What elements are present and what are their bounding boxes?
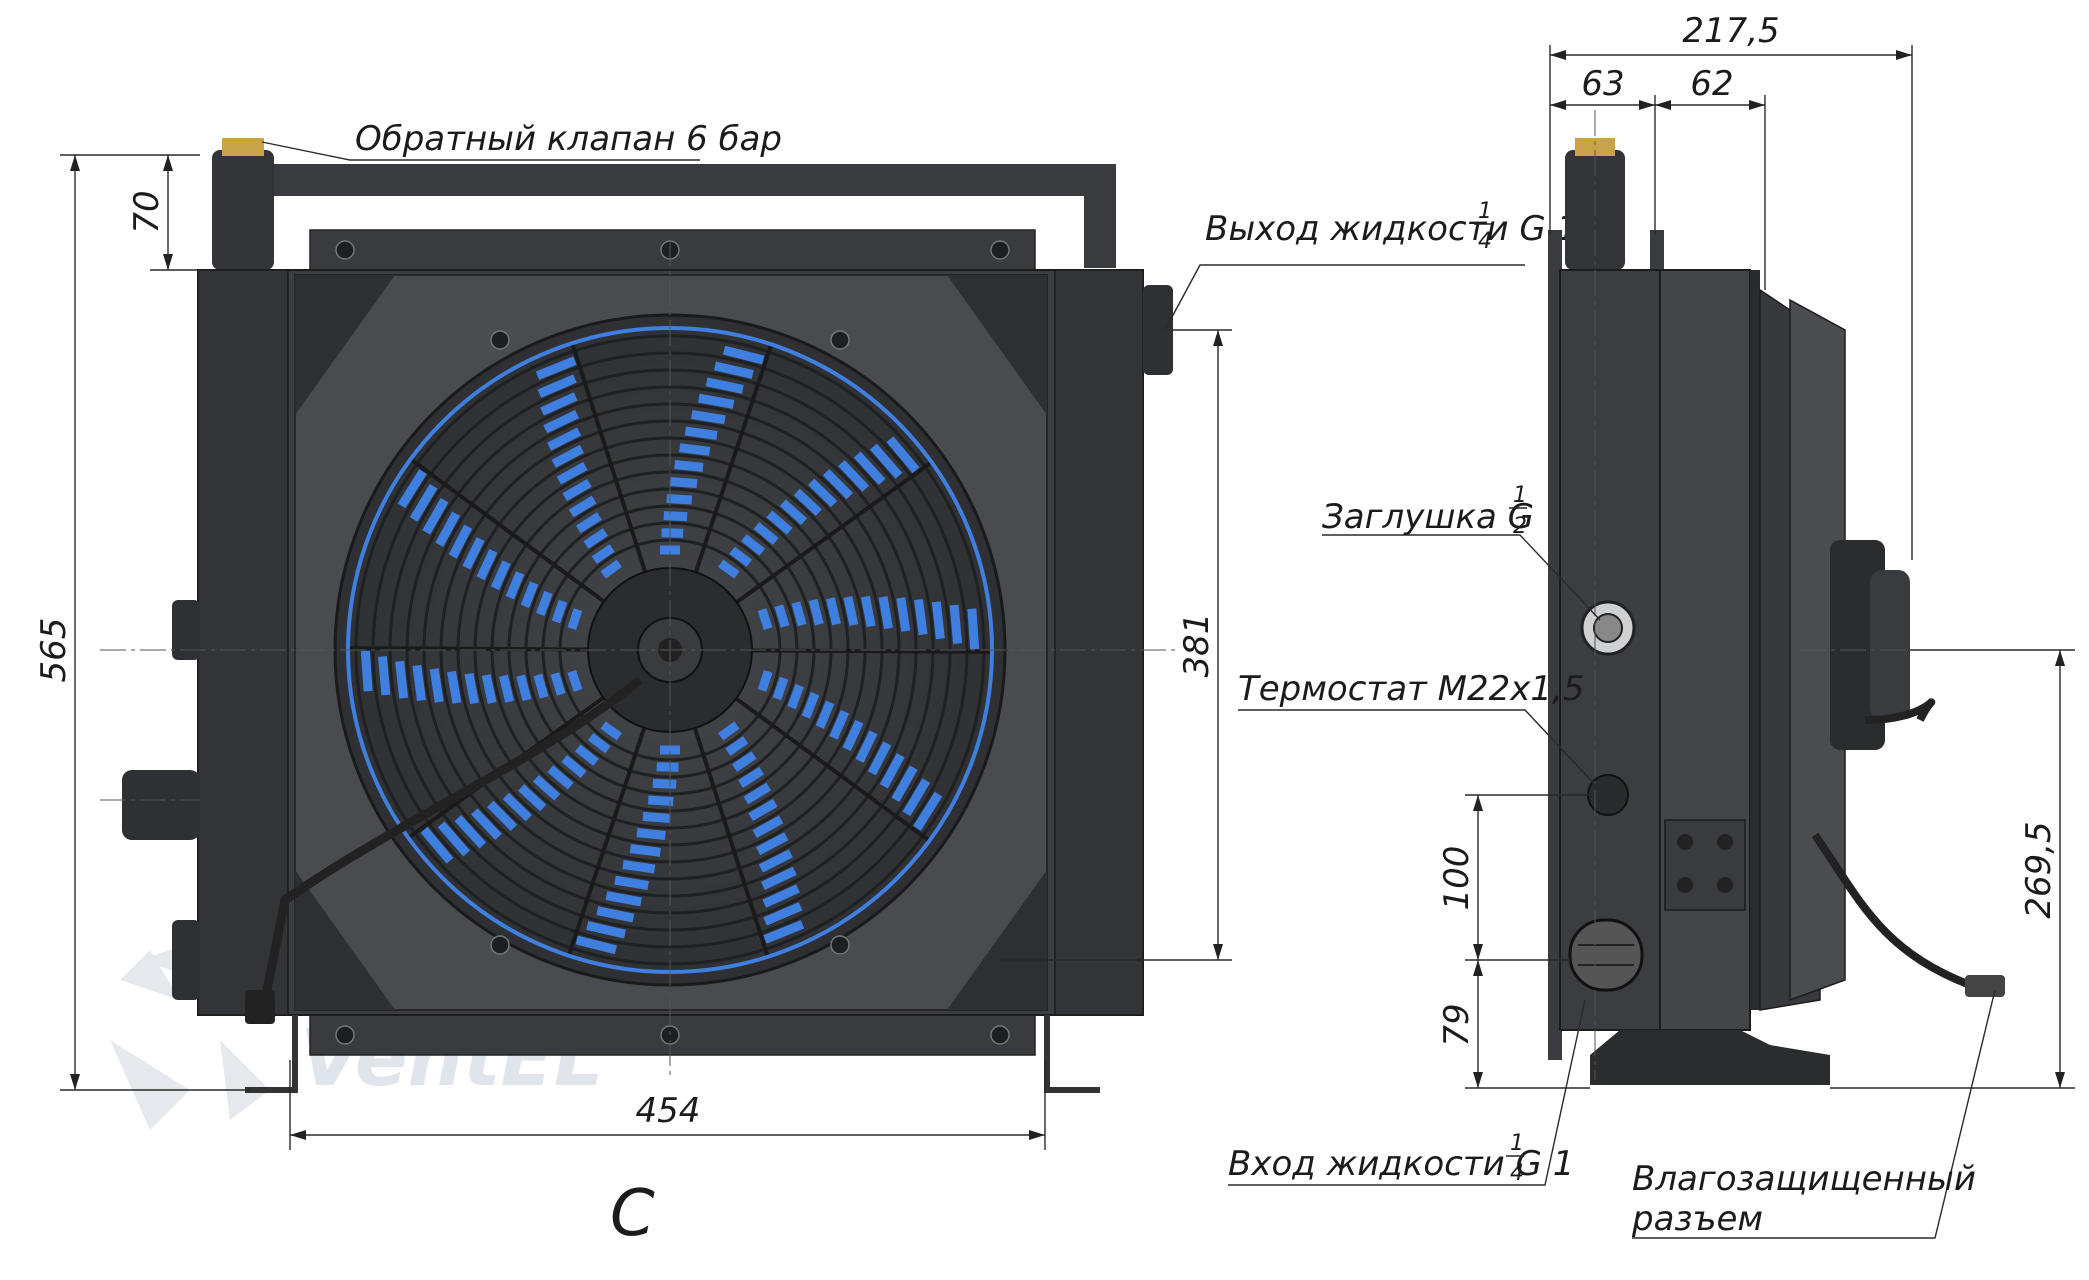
label-connector-line2: разъем — [1631, 1199, 1763, 1239]
side-view — [1548, 138, 2005, 1085]
dim-79: 79 — [1437, 1003, 1477, 1046]
view-letter: C — [610, 1177, 655, 1251]
label-inlet: Вход жидкости G 1 — [1228, 1144, 1574, 1184]
dim-381: 381 — [1177, 613, 1217, 678]
side-connector — [1965, 975, 2005, 997]
fan-connector — [245, 990, 275, 1024]
label-outlet: Выход жидкости G 1 — [1205, 209, 1578, 249]
label-check-valve: Обратный клапан 6 бар — [355, 119, 782, 159]
label-inlet-den: 4 — [1510, 1161, 1524, 1186]
label-plug-num: 1 — [1513, 483, 1527, 508]
fan-cable — [260, 676, 643, 1001]
label-thermostat: Термостат М22х1,5 — [1238, 669, 1584, 709]
dim-63: 63 — [1581, 64, 1624, 104]
valve-brass-cap — [222, 138, 264, 156]
left-port-lower — [172, 920, 200, 1000]
label-inlet-num: 1 — [1510, 1131, 1524, 1156]
label-connector-line1: Влагозащищенный — [1632, 1159, 1976, 1199]
side-cable — [1811, 698, 1972, 989]
right-tank — [1054, 269, 1144, 1016]
bypass-pipe — [265, 164, 1116, 268]
fan-blades — [349, 344, 991, 956]
dim-217-5: 217,5 — [1682, 11, 1779, 51]
side-dimensions: 217,5 63 62 100 79 269,5 — [1437, 11, 2075, 1089]
dim-454: 454 — [636, 1091, 701, 1131]
inlet-port — [1568, 918, 1644, 992]
dim-62: 62 — [1690, 64, 1733, 104]
side-callouts: Заглушка G 1 2 Термостат М22х1,5 Вход жи… — [1228, 483, 1996, 1239]
dim-100: 100 — [1437, 846, 1477, 911]
dim-565: 565 — [34, 618, 74, 683]
outlet-fitting — [1143, 285, 1173, 375]
label-outlet-den: 4 — [1478, 229, 1492, 254]
front-view — [122, 138, 1173, 1093]
thermostat-port — [1587, 774, 1629, 816]
left-port-upper — [172, 600, 200, 660]
dim-269-5: 269,5 — [2019, 821, 2059, 918]
front-dimensions: 565 70 381 454 — [34, 154, 1232, 1150]
check-valve — [212, 150, 274, 270]
label-plug: Заглушка G — [1322, 497, 1534, 537]
dim-70: 70 — [127, 190, 167, 233]
left-port-middle — [122, 770, 200, 840]
front-callouts: Обратный клапан 6 бар Выход жидкости G 1… — [261, 119, 1578, 331]
label-plug-den: 2 — [1513, 514, 1527, 539]
side-base — [1590, 1030, 1830, 1085]
left-tank — [197, 269, 289, 1016]
label-outlet-num: 1 — [1478, 199, 1492, 224]
side-core — [1659, 269, 1751, 1031]
